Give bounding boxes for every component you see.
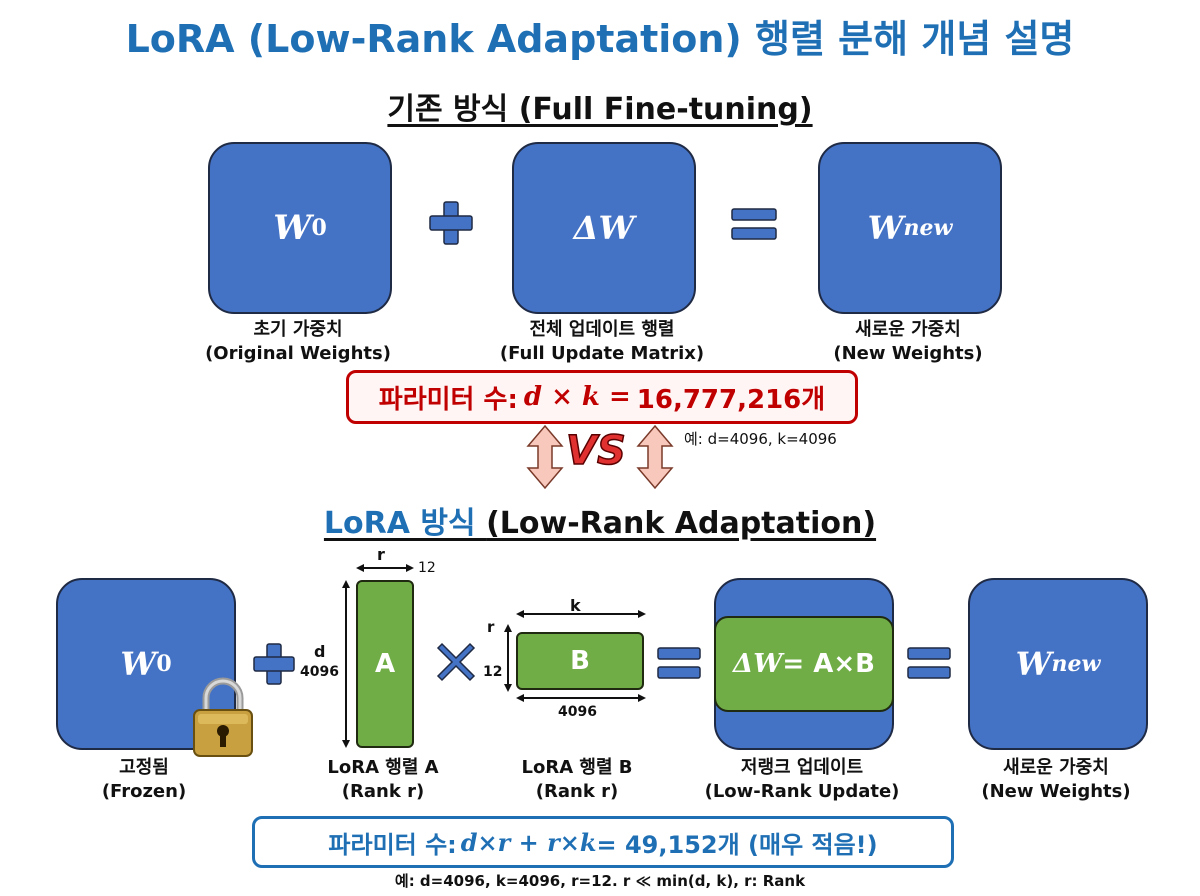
matrix-a-caption-ko: LoRA 행렬 A [327, 757, 439, 778]
w0-caption-en: (Original Weights) [205, 343, 391, 364]
low-rank-update-band: ΔW = A×B [714, 616, 894, 712]
lora-param-value: = 49,152개 (매우 적음!) [596, 830, 878, 859]
low-rank-update-caption: 저랭크 업데이트 (Low-Rank Update) [682, 756, 922, 804]
padlock-icon [193, 677, 253, 757]
low-rank-update-formula: = A×B [782, 649, 875, 679]
delta-w-caption: 전체 업데이트 행렬 (Full Update Matrix) [472, 318, 732, 366]
lora-w-new-caption-ko: 새로운 가중치 [1003, 757, 1109, 778]
low-rank-update-caption-en: (Low-Rank Update) [704, 781, 900, 802]
lora-w0-subscript: 0 [156, 651, 172, 677]
w0-caption-ko: 초기 가중치 [253, 319, 343, 340]
lora-title-black: (Low-Rank Adaptation) [486, 506, 877, 541]
page-title: LoRA (Low-Rank Adaptation) 행렬 분해 개념 설명 [125, 17, 1075, 61]
double-arrow-left-icon [526, 424, 564, 490]
low-rank-update-caption-ko: 저랭크 업데이트 [740, 757, 864, 778]
w-new-caption-ko: 새로운 가중치 [855, 319, 961, 340]
low-rank-update-symbol: ΔW [733, 649, 783, 679]
delta-w-caption-en: (Full Update Matrix) [499, 343, 705, 364]
lora-w0-caption-ko: 고정됨 [119, 757, 169, 778]
lora-equals-icon-2 [907, 647, 951, 679]
matrix-a-d-label: d [314, 642, 326, 661]
full-param-prefix: 파라미터 수: [378, 384, 518, 415]
matrix-b-box: B [516, 632, 644, 690]
full-param-count-box: 파라미터 수: d × k = 16,777,216개 [346, 370, 858, 424]
matrix-b-dimension-arrows [504, 610, 646, 702]
w-new-subscript: new [903, 215, 953, 241]
matrix-b-r-label: r [487, 618, 495, 636]
delta-w-symbol: ΔW [573, 209, 635, 247]
lora-param-count-box: 파라미터 수: d×r + r×k = 49,152개 (매우 적음!) [252, 816, 954, 868]
lora-section-heading: LoRA 방식 (Low-Rank Adaptation) [0, 498, 1200, 542]
matrix-a-box: A [356, 580, 414, 748]
matrix-b-k-label: k [570, 596, 581, 615]
multiply-icon [436, 642, 476, 682]
lora-section-title: LoRA 방식 (Low-Rank Adaptation) [324, 506, 876, 541]
vs-label: VS [565, 427, 626, 475]
matrix-b-k-value: 4096 [558, 704, 597, 720]
w-new-caption-en: (New Weights) [833, 343, 983, 364]
full-section-heading: 기존 방식 (Full Fine-tuning) [0, 84, 1200, 128]
matrix-a-dimension-arrows [342, 564, 414, 748]
w0-caption: 초기 가중치 (Original Weights) [188, 318, 408, 366]
lora-w-new-caption: 새로운 가중치 (New Weights) [946, 756, 1166, 804]
lora-plus-icon [253, 643, 295, 685]
lora-w0-symbol: W [120, 645, 157, 683]
full-param-value: 16,777,216개 [636, 384, 826, 415]
matrix-b-r-value: 12 [483, 664, 503, 680]
matrix-b-name: B [570, 646, 590, 676]
matrix-b-caption: LoRA 행렬 B (Rank r) [492, 756, 662, 804]
matrix-a-r-label: r [377, 545, 385, 564]
lora-w0-caption: 고정됨 (Frozen) [44, 756, 244, 804]
double-arrow-right-icon [636, 424, 674, 490]
w-new-caption: 새로운 가중치 (New Weights) [798, 318, 1018, 366]
equals-icon [731, 208, 777, 240]
w0-symbol: W [273, 208, 312, 248]
lora-equals-icon [657, 647, 701, 679]
lora-param-formula: d×r + r×k [460, 827, 597, 857]
full-param-formula: d × k = [523, 382, 631, 412]
matrix-b-caption-en: (Rank r) [535, 781, 619, 802]
matrix-a-r-value: 12 [418, 560, 436, 576]
w-new-symbol: W [867, 209, 904, 247]
lora-title-blue: LoRA 방식 [323, 506, 487, 541]
matrix-b-caption-ko: LoRA 행렬 B [521, 757, 633, 778]
matrix-a-name: A [374, 649, 396, 679]
lora-w-new-caption-en: (New Weights) [981, 781, 1131, 802]
w0-subscript: 0 [311, 215, 327, 241]
delta-w-matrix-box: ΔW [512, 142, 696, 314]
plus-icon [429, 201, 473, 245]
matrix-a-caption: LoRA 행렬 A (Rank r) [298, 756, 468, 804]
matrix-a-d-value: 4096 [300, 664, 339, 680]
lora-example-note: 예: d=4096, k=4096, r=12. r ≪ min(d, k), … [394, 872, 806, 890]
matrix-a-caption-en: (Rank r) [341, 781, 425, 802]
full-example-note: 예: d=4096, k=4096 [684, 430, 837, 448]
lora-w-new-subscript: new [1051, 651, 1101, 677]
full-section-title: 기존 방식 (Full Fine-tuning) [387, 92, 813, 127]
lora-param-prefix: 파라미터 수: [328, 830, 457, 859]
lora-w-new-symbol: W [1015, 645, 1052, 683]
lora-w0-caption-en: (Frozen) [101, 781, 187, 802]
delta-w-caption-ko: 전체 업데이트 행렬 [529, 319, 675, 340]
